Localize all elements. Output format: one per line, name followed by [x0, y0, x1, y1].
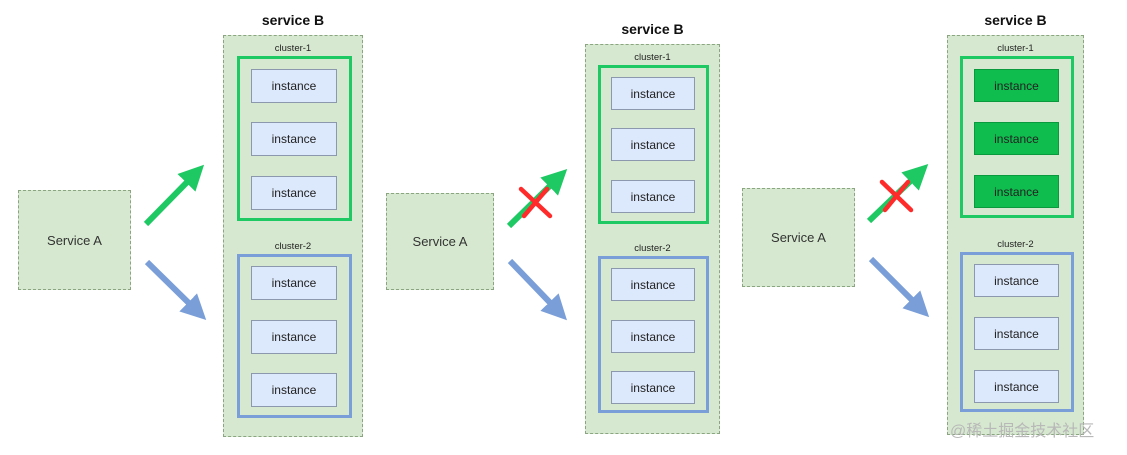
route-arrow-cluster-2: [868, 256, 930, 318]
service-a-label: Service A: [412, 234, 468, 249]
instance-label: instance: [271, 276, 317, 290]
instance-label: instance: [630, 329, 676, 344]
instance-label: instance: [271, 383, 317, 397]
route-arrow-cluster-1: [506, 168, 568, 229]
instance-box-active: instance: [974, 69, 1059, 102]
instance-box: instance: [251, 266, 337, 300]
instance-box: instance: [974, 370, 1059, 403]
route-arrow-cluster-1: [143, 164, 205, 227]
instance-label: instance: [271, 330, 317, 344]
service-a-box: Service A: [386, 193, 494, 290]
instance-box: instance: [251, 176, 337, 210]
service-b-title: service B: [621, 21, 684, 37]
instance-box: instance: [974, 264, 1059, 297]
instance-box: instance: [611, 268, 695, 301]
instance-box: instance: [251, 122, 337, 156]
instance-box-active: instance: [974, 122, 1059, 155]
service-a-label: Service A: [47, 232, 102, 248]
instance-label: instance: [630, 380, 676, 395]
cluster-2-frame: [598, 256, 709, 413]
instance-box: instance: [251, 69, 337, 103]
route-arrow-cluster-2: [144, 259, 207, 321]
instance-box: instance: [251, 373, 337, 407]
cluster-2-frame: [960, 252, 1074, 412]
blocked-x-icon: [518, 186, 553, 219]
service-b-title: service B: [984, 12, 1047, 28]
cluster-2-label: cluster-2: [274, 241, 312, 252]
cluster-1-frame: [237, 56, 352, 221]
cluster-1-frame: [960, 56, 1074, 218]
instance-label: instance: [994, 273, 1039, 288]
service-a-box: Service A: [18, 190, 131, 290]
route-arrow-cluster-2: [507, 258, 567, 321]
cluster-2-frame: [237, 254, 352, 418]
instance-label: instance: [994, 78, 1039, 93]
instance-box-active: instance: [974, 175, 1059, 208]
cluster-1-label: cluster-1: [634, 52, 671, 63]
instance-label: instance: [630, 189, 676, 204]
route-arrow-cluster-1: [866, 164, 929, 224]
instance-box: instance: [611, 77, 695, 110]
instance-box: instance: [611, 320, 695, 353]
cluster-2-label: cluster-2: [997, 239, 1034, 250]
blocked-x-icon: [879, 179, 914, 213]
cluster-2-label: cluster-2: [634, 243, 671, 254]
watermark: @稀土掘金技术社区: [950, 423, 1095, 440]
instance-box: instance: [611, 180, 695, 213]
instance-label: instance: [630, 137, 676, 152]
instance-label: instance: [271, 79, 317, 93]
instance-box: instance: [974, 317, 1059, 350]
service-b-title: service B: [261, 12, 325, 28]
service-a-box: Service A: [742, 188, 855, 287]
instance-box: instance: [611, 371, 695, 404]
instance-label: instance: [994, 131, 1039, 146]
cluster-1-frame: [598, 65, 709, 224]
instance-box: instance: [611, 128, 695, 161]
instance-label: instance: [271, 132, 317, 146]
instance-label: instance: [994, 326, 1039, 341]
instance-label: instance: [994, 184, 1039, 199]
instance-label: instance: [630, 86, 676, 101]
instance-label: instance: [994, 379, 1039, 394]
cluster-1-label: cluster-1: [997, 43, 1034, 54]
instance-label: instance: [271, 186, 317, 200]
service-a-label: Service A: [771, 230, 826, 245]
instance-label: instance: [630, 277, 676, 292]
cluster-1-label: cluster-1: [274, 43, 312, 54]
instance-box: instance: [251, 320, 337, 354]
